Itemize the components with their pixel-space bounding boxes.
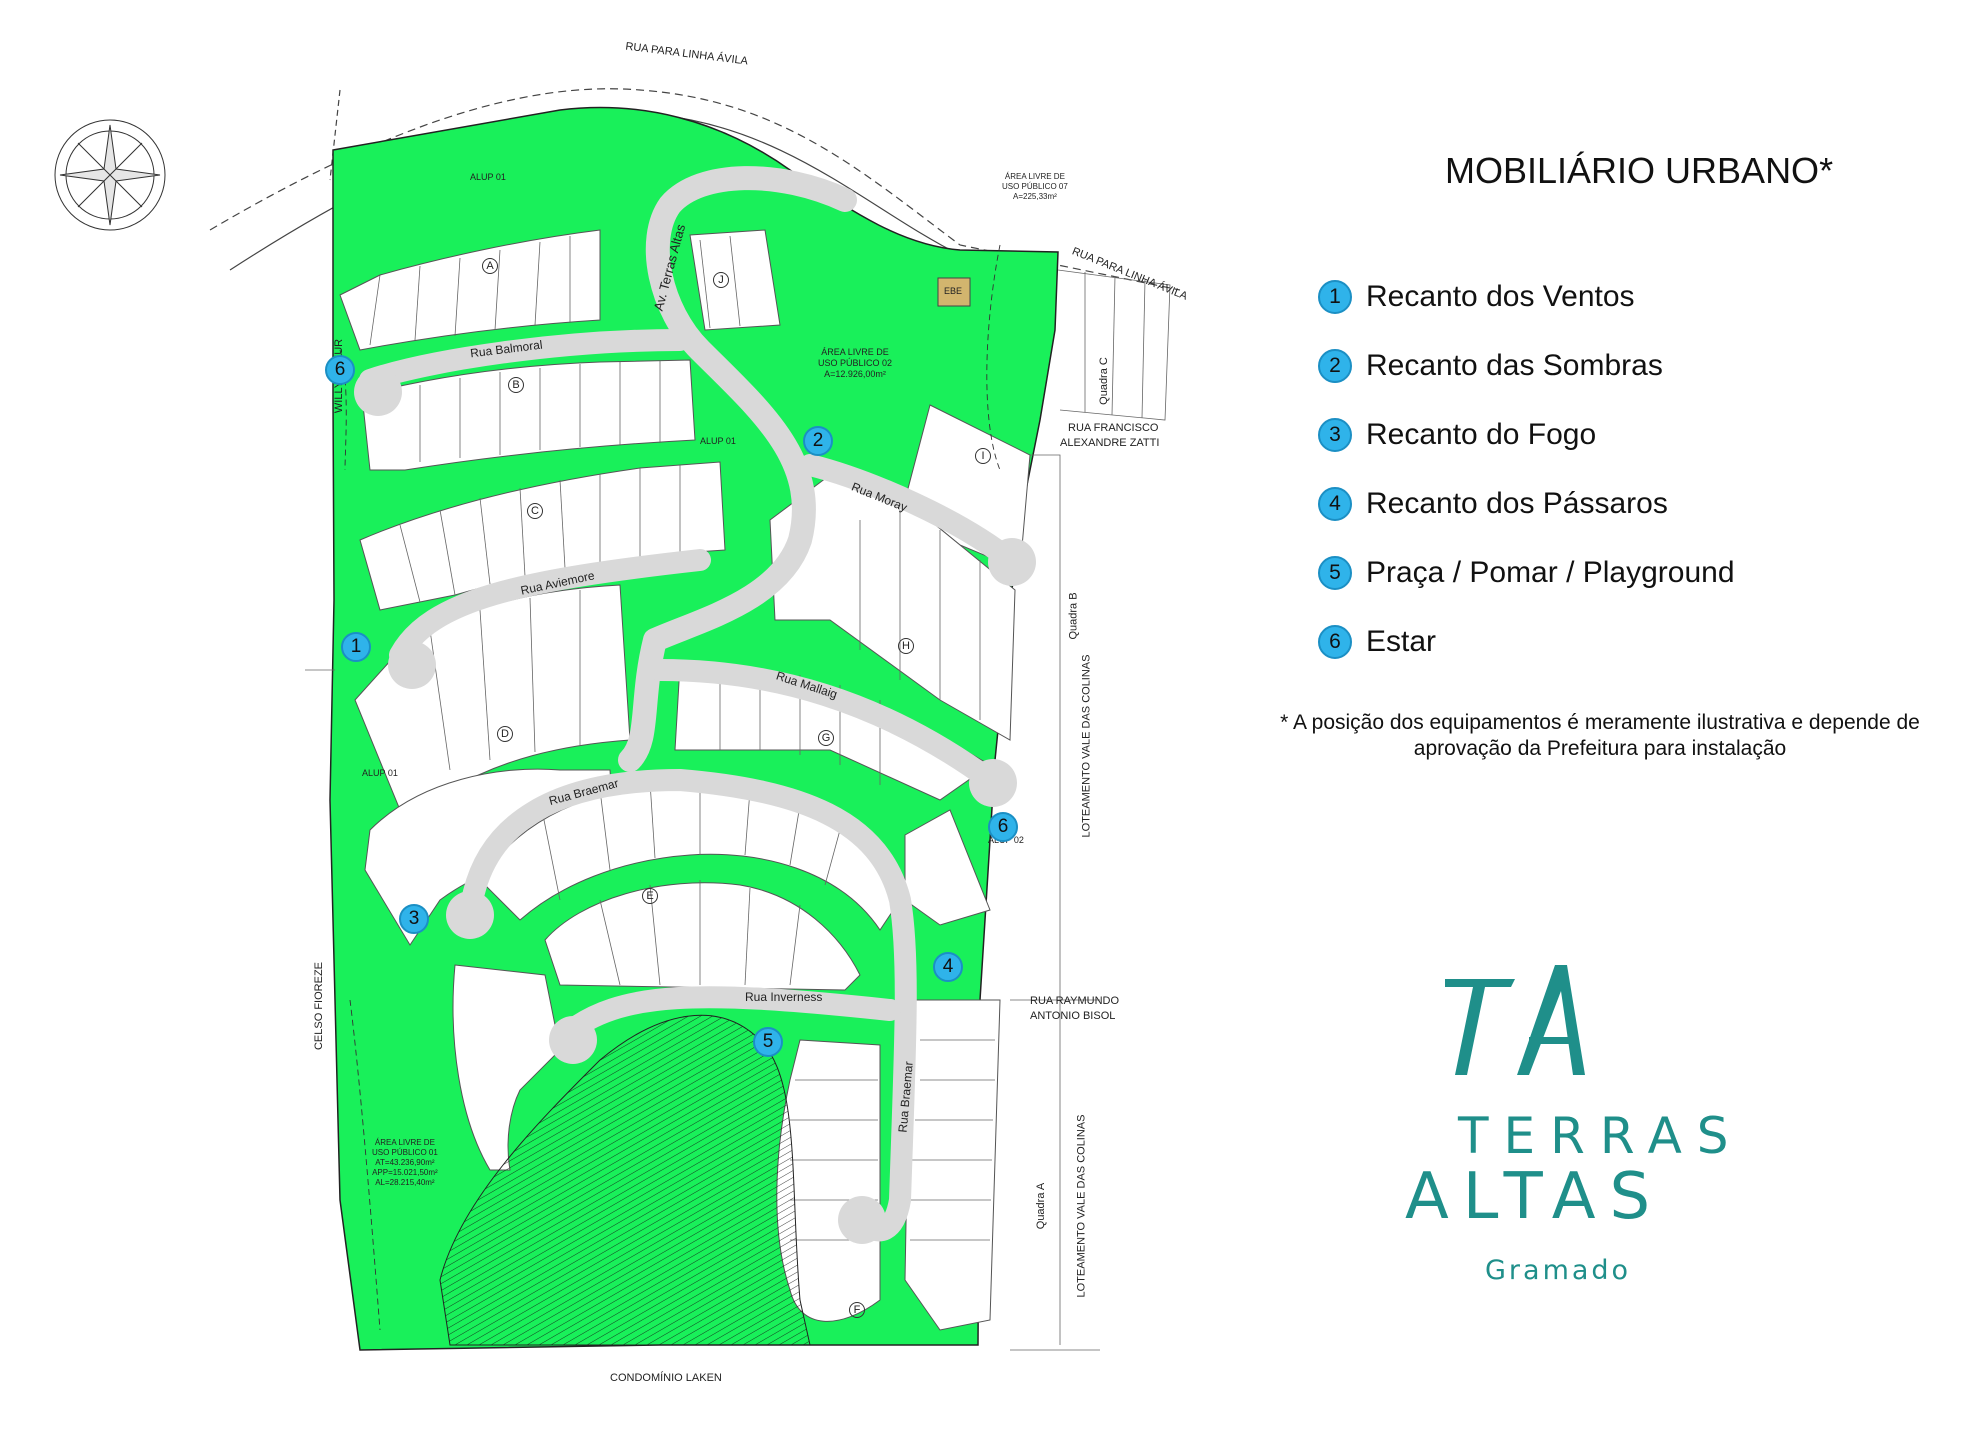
- legend-badge: 4: [1318, 486, 1352, 521]
- label-quadra-a: Quadra A: [1035, 1182, 1048, 1230]
- block-i: I: [975, 448, 991, 464]
- legend-badge: 3: [1318, 417, 1352, 452]
- block-a: A: [482, 258, 498, 274]
- label-condominio-laken: CONDOMÍNIO LAKEN: [610, 1372, 722, 1384]
- legend-item-3: 3 Recanto do Fogo: [1318, 400, 1735, 469]
- legend-badge: 1: [1318, 279, 1352, 314]
- map-marker-6-right: 6: [988, 812, 1018, 842]
- label-quadra-b: Quadra B: [1067, 592, 1080, 640]
- map-marker-1: 1: [341, 632, 371, 662]
- legend-item-6: 6 Estar: [1318, 607, 1735, 676]
- brand-gramado: Gramado: [1485, 1255, 1632, 1286]
- legend-item-1: 1 Recanto dos Ventos: [1318, 262, 1735, 331]
- legend-title: MOBILIÁRIO URBANO*: [1445, 150, 1834, 191]
- block-d: D: [497, 726, 513, 742]
- label-ebe: EBE: [944, 286, 963, 296]
- legend-label: Praça / Pomar / Playground: [1366, 555, 1735, 589]
- block-f: F: [849, 1302, 865, 1318]
- street-rua-raymundo: RUA RAYMUNDO: [1030, 995, 1120, 1007]
- compass-rose: [54, 119, 166, 231]
- brand-terras: TERRAS: [1458, 1107, 1744, 1165]
- street-rua-inverness: Rua Inverness: [745, 990, 823, 1004]
- street-alexandre-zatti: ALEXANDRE ZATTI: [1060, 437, 1160, 449]
- brand-logo: TERRAS ALTAS Gramado: [1405, 965, 1745, 1286]
- block-e: E: [642, 888, 658, 904]
- ta-monogram-icon: [1445, 965, 1585, 1075]
- street-antonio-bisol: ANTONIO BISOL: [1030, 1010, 1116, 1022]
- legend-badge: 6: [1318, 624, 1352, 659]
- legend-badge: 5: [1318, 555, 1352, 590]
- map-marker-2: 2: [803, 426, 833, 456]
- block-c: C: [527, 503, 543, 519]
- legend-label: Recanto dos Ventos: [1366, 279, 1635, 313]
- adjacent-lots: [305, 269, 1171, 1351]
- street-loteamento-upper: LOTEAMENTO VALE DAS COLINAS: [1080, 654, 1093, 838]
- block-b: B: [508, 377, 524, 393]
- block-j: J: [713, 272, 729, 288]
- block-h: H: [898, 638, 914, 654]
- legend-badge: 2: [1318, 348, 1352, 383]
- label-alup-mid: ALUP 01: [700, 436, 736, 446]
- ebe-box: [937, 277, 971, 307]
- map-marker-3: 3: [399, 904, 429, 934]
- label-alup-left: ALUP 01: [362, 768, 398, 778]
- legend-label: Recanto dos Pássaros: [1366, 486, 1668, 520]
- label-quadra-c: Quadra C: [1097, 357, 1110, 405]
- legend-item-5: 5 Praça / Pomar / Playground: [1318, 538, 1735, 607]
- block-g: G: [818, 730, 834, 746]
- map-marker-5: 5: [753, 1027, 783, 1057]
- legend-item-4: 4 Recanto dos Pássaros: [1318, 469, 1735, 538]
- legend-label: Estar: [1366, 624, 1437, 658]
- map-marker-6-top: 6: [325, 355, 355, 385]
- legend-item-2: 2 Recanto das Sombras: [1318, 331, 1735, 400]
- brand-altas: ALTAS: [1405, 1160, 1665, 1234]
- street-celso-fioreze: CELSO FIOREZE: [313, 961, 326, 1051]
- legend-label: Recanto do Fogo: [1366, 417, 1597, 451]
- legend-label: Recanto das Sombras: [1366, 348, 1663, 382]
- label-alup-top: ALUP 01: [470, 172, 506, 182]
- cul-de-sacs: [354, 368, 1036, 1244]
- app-hatched-area: [439, 1014, 811, 1346]
- street-rua-francisco: RUA FRANCISCO: [1068, 422, 1159, 434]
- map-marker-4: 4: [933, 952, 963, 982]
- street-loteamento-lower: LOTEAMENTO VALE DAS COLINAS: [1075, 1114, 1088, 1298]
- legend: 1 Recanto dos Ventos 2 Recanto das Sombr…: [1318, 262, 1735, 676]
- disclaimer-note: * A posição dos equipamentos é meramente…: [1280, 711, 1920, 760]
- roads: [359, 166, 1021, 1242]
